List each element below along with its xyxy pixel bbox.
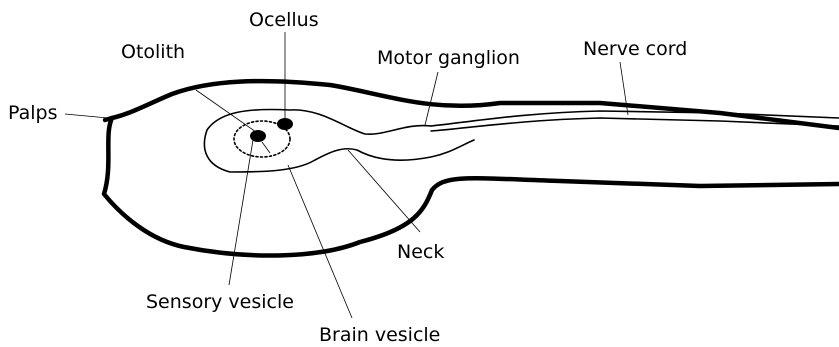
leader-motor-ganglion	[425, 72, 438, 125]
label-palps: Palps	[8, 102, 58, 124]
ocellus-spot	[277, 118, 293, 130]
body-outline	[104, 81, 839, 255]
label-otolith: Otolith	[121, 41, 185, 63]
palps-tip	[105, 118, 112, 120]
label-ocellus: Ocellus	[249, 9, 319, 31]
label-neck: Neck	[397, 241, 444, 263]
label-motor-ganglion: Motor ganglion	[377, 47, 520, 69]
leader-palps	[65, 114, 108, 118]
leader-sensory-vesicle	[229, 140, 253, 285]
leader-neck	[348, 150, 420, 232]
leader-brain-vesicle	[288, 165, 352, 318]
label-sensory-vesicle: Sensory vesicle	[146, 291, 294, 313]
leader-sensory-vesicle-2	[262, 142, 270, 153]
otolith-spot	[250, 130, 266, 142]
brain-vesicle-outline	[204, 109, 474, 172]
label-nerve-cord: Nerve cord	[583, 38, 687, 60]
label-brain-vesicle: Brain vesicle	[319, 324, 440, 346]
